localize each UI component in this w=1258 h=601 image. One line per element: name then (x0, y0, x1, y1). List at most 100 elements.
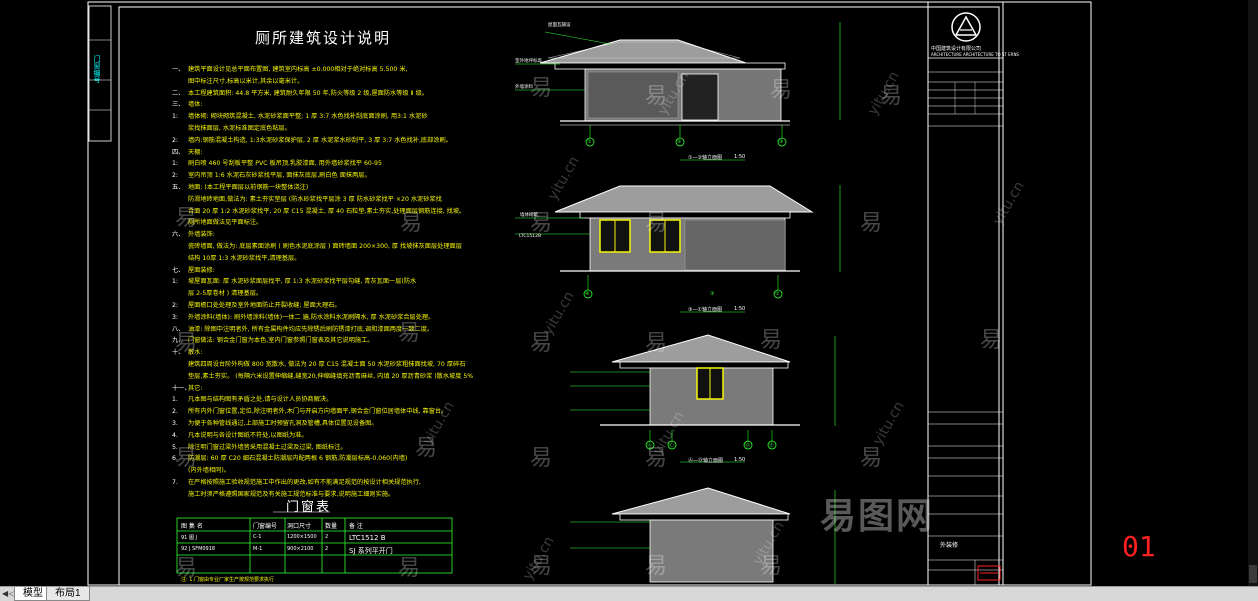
note-number: 三、 (172, 101, 185, 109)
doors-table-cell: 91 图 J (181, 535, 198, 541)
note-text: 除注明门窗过梁外墙皆采用混凝土过梁及过梁, 图纸标注。 (188, 443, 347, 451)
watermark-char: 易 (175, 446, 198, 471)
note-text: 垫层,素土夯实。 (每隔六米设置伸缩缝,缝宽20,伸缩缝填充沥青麻丝, 内填 2… (188, 372, 474, 380)
note-text: 天棚: (188, 148, 203, 156)
scrollbar-thumb[interactable] (1249, 565, 1257, 583)
note-number: 2: (172, 172, 179, 180)
note-number: 十一、 (172, 384, 191, 392)
note-text: 凡本图与结构图有矛盾之处,请与设计人员协商解决。 (188, 396, 333, 404)
axis-label: Ⓐ (647, 443, 653, 449)
approval-stamp (977, 565, 1001, 581)
note-number: 八、 (172, 325, 185, 333)
doors-table-header: 洞口尺寸 (287, 523, 312, 530)
note-line: 建筑四周设台阶外构做 800 宽散水, 做法为 20 厚 C15 混凝土面 50… (172, 359, 465, 368)
note-number: 1: (172, 160, 179, 168)
note-number: 2: (172, 136, 179, 144)
note-number: 2. (172, 408, 178, 416)
note-line: 1:坡屋面瓦面: 厚 水泥砂浆面层找平, 厚 1:3 水泥砂浆找平层勾缝, 青灰… (172, 276, 416, 285)
note-text: 建筑四周设台阶外构做 800 宽散水, 做法为 20 厚 C15 混凝土面 50… (188, 361, 466, 368)
callout-label: 墙体砌筑 (520, 213, 538, 218)
vertical-scrollbar[interactable] (1248, 0, 1258, 586)
doors-table-cell: LTC1512 B (349, 534, 386, 542)
note-text: 为便于各种管线通过,上部施工时预留孔洞及管槽,具体位置见设备图。 (188, 420, 378, 427)
note-line: 防滑地砖地面,做法为: 素土夯实垫层 (防水砂浆找平层涂 3 厚 防水砂浆找平 … (172, 194, 442, 203)
note-line: 1: 刷白喷 460 号刮板平整 PVC 板吊顶,乳胶漆面, 用外墙砂浆找平 60… (172, 158, 382, 167)
note-text: 墙体: (188, 101, 203, 109)
note-text: 散水: (188, 349, 203, 357)
elevation-caption: Ⓐ—Ⓓ轴立面图 (688, 458, 724, 464)
note-number: 4. (172, 431, 178, 439)
note-number: 九、 (172, 337, 185, 345)
doors-table-title: 门窗表 (286, 500, 332, 515)
note-number: 四、 (172, 148, 185, 156)
note-text: 室内吊顶 1:6 水泥石灰砂浆找平层, 面抹灰底层,刷白色 面抹两层。 (188, 172, 371, 180)
note-line: 八、油漆: 除图中注明者外, 所有金属构件均应先除锈后刷防锈漆打底,调和漆面两度… (172, 324, 433, 333)
note-line: 2. 所有内外门窗位置,定位,除注明者外,木门与开启方向墙面平,钢合金门窗位居墙体… (172, 406, 447, 415)
doors-table-cell: 1200×1500 (287, 534, 317, 540)
callout-label: 屋面瓦铺设 (548, 23, 571, 28)
axis-label: ① (587, 139, 592, 145)
elevation-scale: 1:50 (734, 306, 746, 312)
axis-label: ③ (710, 291, 715, 297)
watermark-char: 易 (175, 556, 198, 581)
note-line: 六、外墙装饰: (172, 229, 215, 238)
note-number: 7. (172, 479, 178, 486)
elevation-caption: ①—③轴立面图 (688, 155, 722, 161)
cad-model-space[interactable]: 门窗编号 厕所建筑设计说明 一、建筑平面设计见总平面布置图, 建筑室内标高 ±0… (0, 0, 1258, 586)
note-text: 图中标注尺寸,标高以米计,其余以毫米计。 (188, 77, 304, 85)
note-number: 3: (172, 313, 179, 321)
doors-table-cell: 92 J SFM0918 (181, 546, 216, 552)
tab-first-icon[interactable]: ◀ (2, 589, 9, 598)
page-title: 厕所建筑设计说明 (255, 29, 392, 47)
doors-table-header: 数量 (325, 523, 338, 530)
note-line: 浆找抹面层, 水泥标准图定底色粘层。 (172, 123, 291, 132)
note-text: 防滑地砖地面,做法为: 素土夯实垫层 (防水砂浆找平层涂 3 厚 防水砂浆找平 … (188, 195, 442, 203)
doors-table-header: 图 集 名 (181, 523, 203, 530)
note-line: 十一、其它: (172, 383, 202, 392)
doors-table-cell: 2 (325, 534, 329, 540)
watermark-logo: 易图网 (820, 496, 935, 537)
note-text: 结构 10厚 1:3 水泥砂浆找平,清理基层。 (188, 254, 301, 262)
inner-frame (118, 6, 1000, 586)
tab-prev-icon[interactable]: ◁ (9, 589, 16, 598)
tab-layout1[interactable]: 布局1 (46, 587, 90, 601)
callout-label: 外墙涂料 (515, 85, 533, 90)
note-text: 施工时须严格遵照国家规范及有关施工规范标准与要求,说明施工细则实施。 (188, 490, 395, 498)
note-text: 瓷砖墙面, 做法为: 底层素面涂刷 ( 刷色水泥底涂层 ) 面砖墙面 200×3… (188, 243, 462, 250)
note-text: 外墙涂料(墙体): 刷外墙涂料(墙体)一体二 遍,防水涂料水泥刷隔水, 厚 水泥… (188, 313, 435, 321)
watermark-char: 易 (175, 206, 198, 231)
note-line: 3. 为便于各种管线通过,上部施工时预留孔洞及管槽,具体位置见设备图。 (172, 418, 378, 427)
note-line: (内外墙相同)。 (172, 465, 230, 474)
doors-table-cell: C-1 (253, 534, 262, 540)
layout-tab-bar: ◀ ◁ 模型 布局1 (0, 586, 1258, 601)
note-line: 五、地面: (本工程平面层以前钢筋一块整体浇注) (172, 182, 308, 191)
note-line: 合面 20 厚 1:2 水泥砂浆找平, 20 厚 C15 混凝土, 厚 40 石… (172, 206, 465, 215)
note-text: 刷白喷 460 号刮板平整 PVC 板吊顶,乳胶漆面, 用外墙砂浆找平 60-9… (188, 160, 382, 168)
sheet-number: 01 (1122, 530, 1156, 563)
note-number: 二、 (172, 89, 185, 97)
note-line: 2:屋面檐口处处理及室外地面防止开裂收缝; 屋面大理石。 (172, 300, 341, 309)
note-text: 所有内外门窗位置,定位,除注明者外,木门与开启方向墙面平,钢合金门窗位居墙体中线… (188, 408, 448, 416)
note-line: 6.防潮层: 60 厚 C20 细石混凝土防潮层内配两根 6 钢筋,防潮层标高-… (172, 453, 407, 462)
doors-table-cell: 2 (325, 546, 329, 552)
note-line: 图中标注尺寸,标高以米计,其余以毫米计。 (172, 76, 303, 85)
elevation-scale: 1:50 (734, 154, 746, 160)
note-number: 1. (172, 396, 178, 404)
note-number: 3. (172, 420, 178, 427)
note-text: 外墙装饰: (188, 231, 215, 239)
note-text: 层 2-5厚卷材 ) 清理基层。 (188, 290, 263, 298)
note-text: 坡屋面瓦面: 厚 水泥砂浆面层找平, 厚 1:3 水泥砂浆找平层勾缝, 青灰瓦面… (188, 278, 417, 286)
drawing-title: 外装修 (940, 542, 959, 549)
elevation-1 (515, 22, 841, 161)
note-line: 一、建筑平面设计见总平面布置图, 建筑室内标高 ±0.000相对于绝对标高 5.… (172, 64, 407, 73)
note-text: 浆找抹面层, 水泥标准图定底色粘层。 (188, 125, 291, 132)
watermark-char: 易 (860, 211, 883, 236)
note-text: 门窗做法: 钢合金门窗为本色,室内门窗参照门窗表及其它说明施工。 (188, 337, 374, 345)
note-line: 1:墙体砌: 砌块砌筑混凝土, 水泥砂浆面平整; 1 厚 3:7 水色找补刮底面… (172, 111, 428, 120)
note-number: 5. (172, 443, 178, 451)
note-line: 7.在严格按照施工验收规范施工中作出的更改,如有不能满足规范的按设计相关规范执行… (172, 477, 421, 486)
note-number: 6. (172, 455, 178, 463)
axis-label: ② (677, 139, 682, 145)
note-line: 三、墙体: (172, 99, 202, 108)
note-number: 1: (172, 113, 179, 121)
